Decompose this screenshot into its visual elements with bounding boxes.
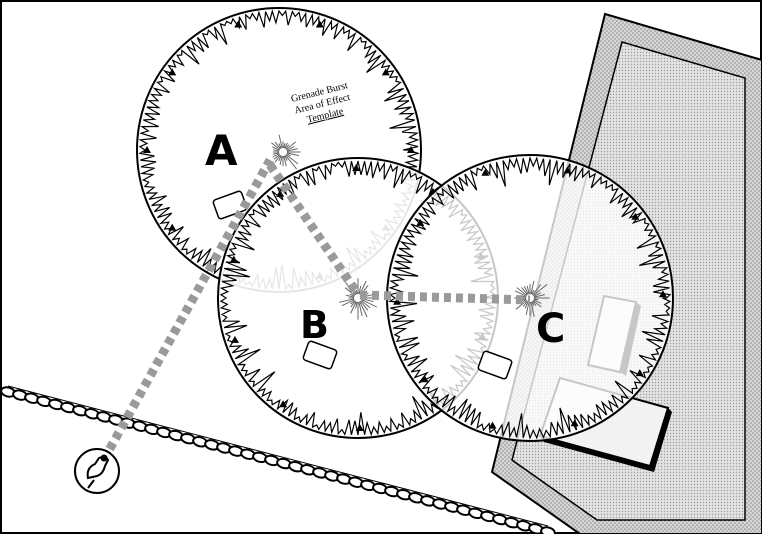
position-label-b: B — [300, 303, 329, 347]
position-label-a: A — [205, 126, 238, 175]
position-label-c: C — [536, 306, 565, 352]
soldier-icon — [75, 449, 119, 493]
